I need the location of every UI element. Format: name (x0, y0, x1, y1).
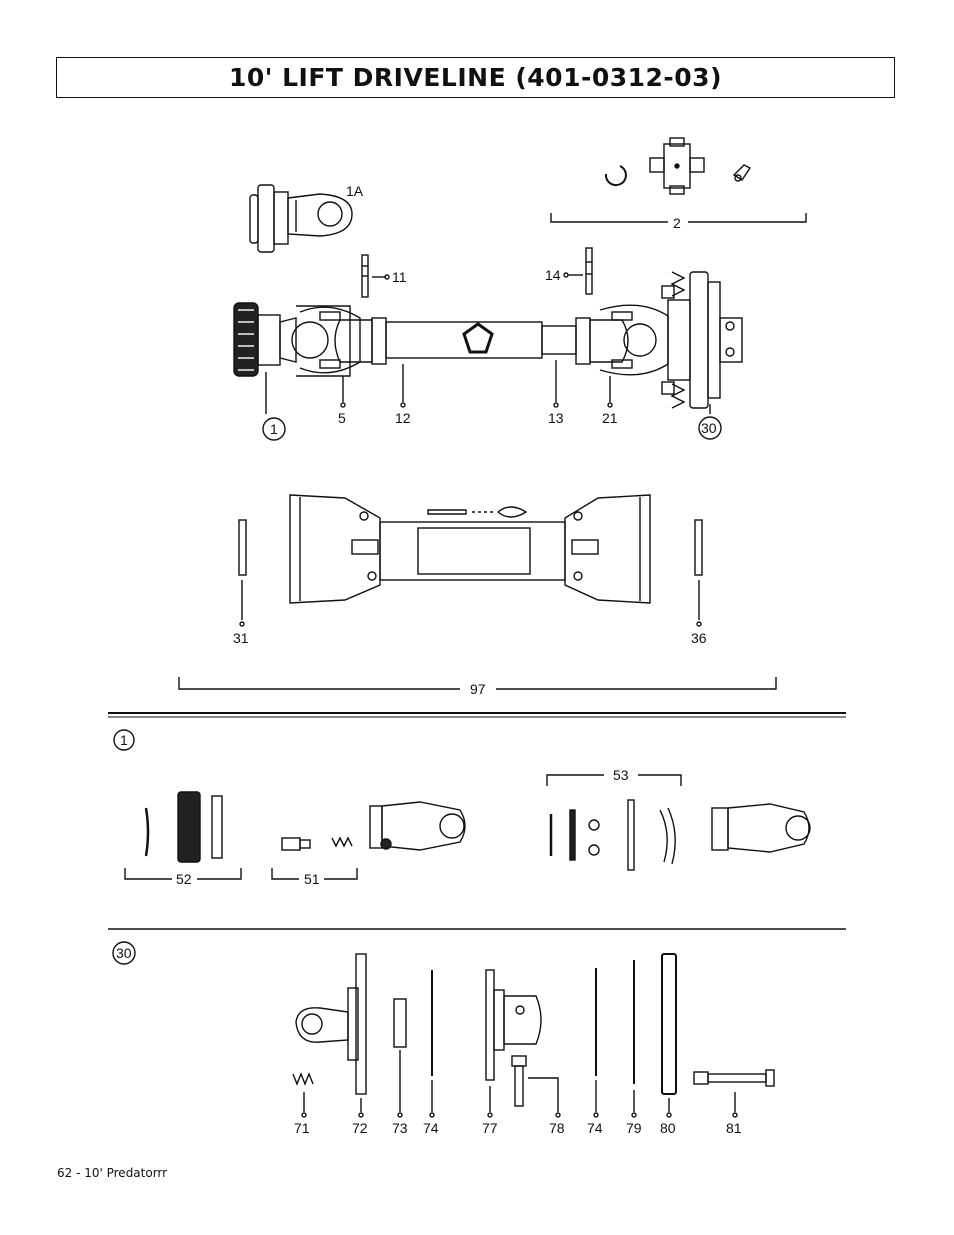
callout-5: 5 (338, 410, 346, 426)
driveline-assembly-drawing (233, 271, 743, 409)
callout-1a: 1A (346, 183, 364, 199)
section-30-parts-drawing (292, 953, 775, 1118)
callout-97: 97 (470, 681, 486, 697)
callout-77: 77 (482, 1120, 498, 1136)
callout-11: 11 (392, 269, 407, 285)
part-1a-yoke-drawing (249, 184, 353, 253)
callout-31: 31 (233, 630, 249, 646)
leaders-main (265, 360, 711, 414)
pin-14-drawing (563, 247, 593, 295)
section-1-marker: 1 (120, 732, 128, 748)
bracket-97 (178, 677, 777, 690)
callout-78: 78 (549, 1120, 565, 1136)
callout-30-circle (698, 416, 722, 440)
pin-11-drawing (361, 254, 390, 298)
callout-74-second: 74 (587, 1120, 603, 1136)
section-30-marker-circle (112, 941, 136, 965)
callout-72: 72 (352, 1120, 368, 1136)
callout-79: 79 (626, 1120, 642, 1136)
bracket-53 (546, 774, 682, 786)
guard-assembly-drawing (238, 494, 703, 627)
callout-80: 80 (660, 1120, 676, 1136)
callout-13: 13 (548, 410, 564, 426)
callout-12: 12 (395, 410, 411, 426)
section-1-marker-circle (113, 729, 135, 751)
callout-14: 14 (545, 267, 561, 283)
callout-52: 52 (176, 871, 192, 887)
bracket-2 (550, 213, 807, 223)
title-box: 10' LIFT DRIVELINE (401-0312-03) (56, 57, 895, 98)
bracket-51 (271, 868, 358, 880)
bracket-52 (124, 868, 242, 880)
callout-21: 21 (602, 410, 618, 426)
section-1-parts-drawing (144, 791, 811, 871)
callout-71: 71 (294, 1120, 310, 1136)
callout-1-circle (262, 417, 286, 441)
callout-1: 1 (270, 421, 278, 437)
callout-74-first: 74 (423, 1120, 439, 1136)
page-footer: 62 - 10' Predatorrr (57, 1166, 168, 1180)
callout-2: 2 (673, 215, 681, 231)
callout-30: 30 (701, 420, 717, 436)
section-30-marker: 30 (116, 945, 132, 961)
part-2-cross-kit-drawing (604, 137, 752, 195)
callout-73: 73 (392, 1120, 408, 1136)
callout-51: 51 (304, 871, 320, 887)
page-title: 10' LIFT DRIVELINE (401-0312-03) (228, 63, 723, 92)
callout-53: 53 (613, 767, 629, 783)
callout-81: 81 (726, 1120, 742, 1136)
callout-36: 36 (691, 630, 707, 646)
